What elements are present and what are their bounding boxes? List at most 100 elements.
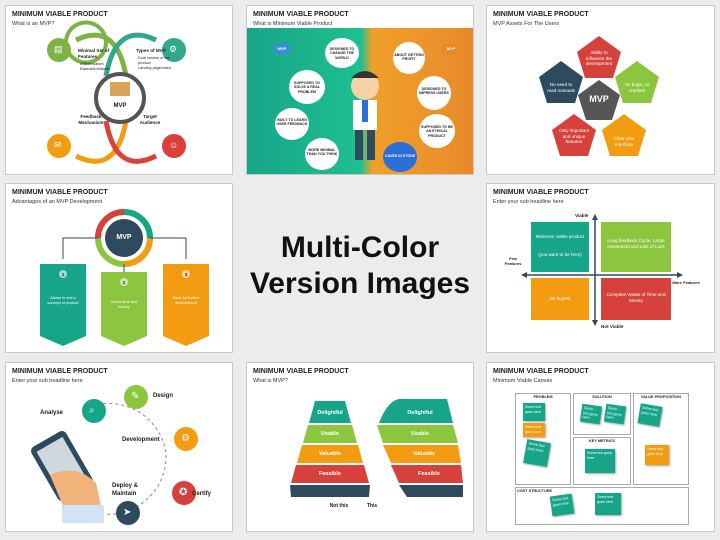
quadrant-box xyxy=(531,222,589,272)
target-label: Target Audience xyxy=(139,114,161,125)
slide-subtitle: Enter your sub headline here xyxy=(493,199,564,205)
quadrant-label: Long feedback Cycle, Large Investment an… xyxy=(607,238,665,249)
minimal-features-title: Minimal Set of Features xyxy=(78,48,110,59)
quadrant-label: Complete Waste of Time and Money xyxy=(606,292,666,303)
sticky-note: Some text goes here xyxy=(585,449,615,473)
slide-title: MINIMUM VIABLE PRODUCT xyxy=(493,11,589,18)
slide-mvp-assets[interactable]: MINIMUM VIABLE PRODUCT MVP Assets For Th… xyxy=(486,5,715,175)
sticky-note: Some text goes here xyxy=(523,423,545,437)
quadrant-label: (you want to be here) xyxy=(538,252,582,257)
quadrant-label: Minimum viable product xyxy=(535,234,585,239)
slide-title: MINIMUM VIABLE PRODUCT xyxy=(12,189,108,196)
section-header: PROBLEM xyxy=(533,395,553,399)
quadrant-box xyxy=(531,278,589,320)
bubble: DESIGNED TO CHANGE THE WORLD xyxy=(325,38,359,68)
column-text: Saves time and money xyxy=(110,300,138,309)
bubble: ABOUT GETTING PROFIT xyxy=(393,42,425,74)
palette-icon: ✎ xyxy=(131,391,140,402)
slide-mvp-canvas[interactable]: MINIMUM VIABLE PRODUCT Minimum Viable Ca… xyxy=(486,362,715,532)
sticky-note: Some text goes here xyxy=(579,403,603,425)
layer-label: Valuable xyxy=(412,451,436,457)
certificate-icon: ✪ xyxy=(179,487,188,498)
bubble: BUILT TO LEARN USER FEEDBACK xyxy=(275,108,309,140)
bubble: MORE MINIMAL THAN YOU THINK xyxy=(305,138,339,170)
bubble: CAVED IN STONE xyxy=(383,142,417,172)
axes xyxy=(521,214,683,326)
sticky-note: Some text goes here xyxy=(595,493,621,515)
sticky-note: Some text goes here xyxy=(645,445,669,465)
slide-subtitle: What is Minimum Viable Product xyxy=(253,21,333,27)
center-title: Multi-Color Version Images xyxy=(240,230,480,302)
layer-label: Usable xyxy=(320,431,340,437)
step-label: Development xyxy=(122,437,160,443)
column-number: 2 xyxy=(122,280,126,285)
bubble: SUPPOSED TO SOLVE A REAL PROBLEM xyxy=(289,70,325,104)
step-label: Analyse xyxy=(40,410,64,416)
search-icon: ⌕ xyxy=(89,405,95,416)
slide-subtitle: MVP Assets For The Users xyxy=(493,21,560,27)
sticky-note: Some text goes here xyxy=(523,439,551,467)
advantages-diagram xyxy=(40,209,209,346)
step-label: Design xyxy=(153,393,174,399)
layer-label: Usable xyxy=(410,431,430,437)
quadrant-label: No buyers xyxy=(549,296,571,301)
mvp-center-label: MVP xyxy=(116,234,132,241)
column-number: 1 xyxy=(61,272,65,277)
section-header: VALUE PROPOSITION xyxy=(640,395,681,399)
slide-subtitle: Minimum Viable Canvas xyxy=(493,378,553,384)
y-axis-top-label: Viable xyxy=(575,213,589,218)
types-title: Types of MVP xyxy=(136,48,166,53)
petal-label: No need to read manuals xyxy=(547,82,575,93)
slide-mvp-process[interactable]: MINIMUM VIABLE PRODUCT Enter your sub he… xyxy=(5,362,233,532)
slide-title: MINIMUM VIABLE PRODUCT xyxy=(493,368,589,375)
mvp-cycle-diagram xyxy=(47,20,186,164)
sticky-note: Some text goes here xyxy=(637,403,663,427)
slide-subtitle: What is MVP? xyxy=(253,378,288,384)
x-axis-left-label: Few Features xyxy=(504,256,522,266)
column-number: 3 xyxy=(184,272,188,277)
people-icon: ☺ xyxy=(169,140,179,150)
column-text: Basis for further development xyxy=(172,296,200,305)
center-title-line: Multi-Color xyxy=(280,231,440,264)
canvas-section xyxy=(515,393,571,485)
document-icon: ▤ xyxy=(54,44,63,54)
slide-what-is-mvp[interactable]: MINIMUM VIABLE PRODUCT What is an MVP? ▤… xyxy=(5,5,233,175)
x-axis-right-label: More Features xyxy=(672,280,700,285)
sticky-note: Some text goes here xyxy=(549,493,575,517)
mvp-badge: MVP xyxy=(273,44,291,54)
y-axis-bottom-label: Not Viable xyxy=(601,324,624,329)
chat-icon: ✉ xyxy=(54,140,62,150)
slide-mvp-advantages[interactable]: MINIMUM VIABLE PRODUCT Advantages of an … xyxy=(5,183,233,353)
minimal-item: Differentiators xyxy=(80,62,104,66)
layer-label: Feasible xyxy=(417,471,440,477)
petal-label: Only important and unique features xyxy=(559,128,589,145)
right-caption: This xyxy=(366,503,378,509)
sticky-note: Some text goes here xyxy=(603,403,627,425)
slide-mvp-pyramid[interactable]: MINIMUM VIABLE PRODUCT What is MVP? Deli… xyxy=(246,362,474,532)
bubble: DESIGNED TO IMPRESS USERS xyxy=(417,76,451,110)
quadrant-box xyxy=(601,278,671,320)
types-item: Dual version of the product xyxy=(138,56,170,65)
section-header: KEY METRICS xyxy=(589,439,615,443)
slide-subtitle: Advantages of an MVP Development xyxy=(12,199,103,205)
feedback-label: Feedback Mechanism xyxy=(78,114,104,125)
slide-subtitle: What is an MVP? xyxy=(12,21,55,27)
slide-subtitle: Enter your sub headline here xyxy=(12,378,83,384)
slide-title: MINIMUM VIABLE PRODUCT xyxy=(12,368,108,375)
quadrant-box xyxy=(601,222,671,272)
types-item: Landing page/video xyxy=(138,66,172,70)
slide-mvp-quadrant[interactable]: MINIMUM VIABLE PRODUCT Enter your sub he… xyxy=(486,183,715,353)
sticky-note: Some text goes here xyxy=(523,403,545,421)
minimal-item: Essential features xyxy=(80,67,111,71)
mvp-center-label: MVP xyxy=(589,94,609,104)
slide-title: MINIMUM VIABLE PRODUCT xyxy=(493,189,589,196)
slide-title: MINIMUM VIABLE PRODUCT xyxy=(253,368,349,375)
canvas-section xyxy=(573,393,631,435)
layer-label: Feasible xyxy=(318,471,341,477)
petal-label: No bugs, no crashes xyxy=(624,82,650,93)
slide-what-is-minimum-viable-product[interactable]: MINIMUM VIABLE PRODUCT What is Minimum V… xyxy=(246,5,474,175)
layer-label: Valuable xyxy=(318,451,342,457)
petal-label: Ability to influence the development xyxy=(585,50,613,67)
section-header: SOLUTION xyxy=(592,395,612,399)
process-diagram xyxy=(31,385,198,525)
